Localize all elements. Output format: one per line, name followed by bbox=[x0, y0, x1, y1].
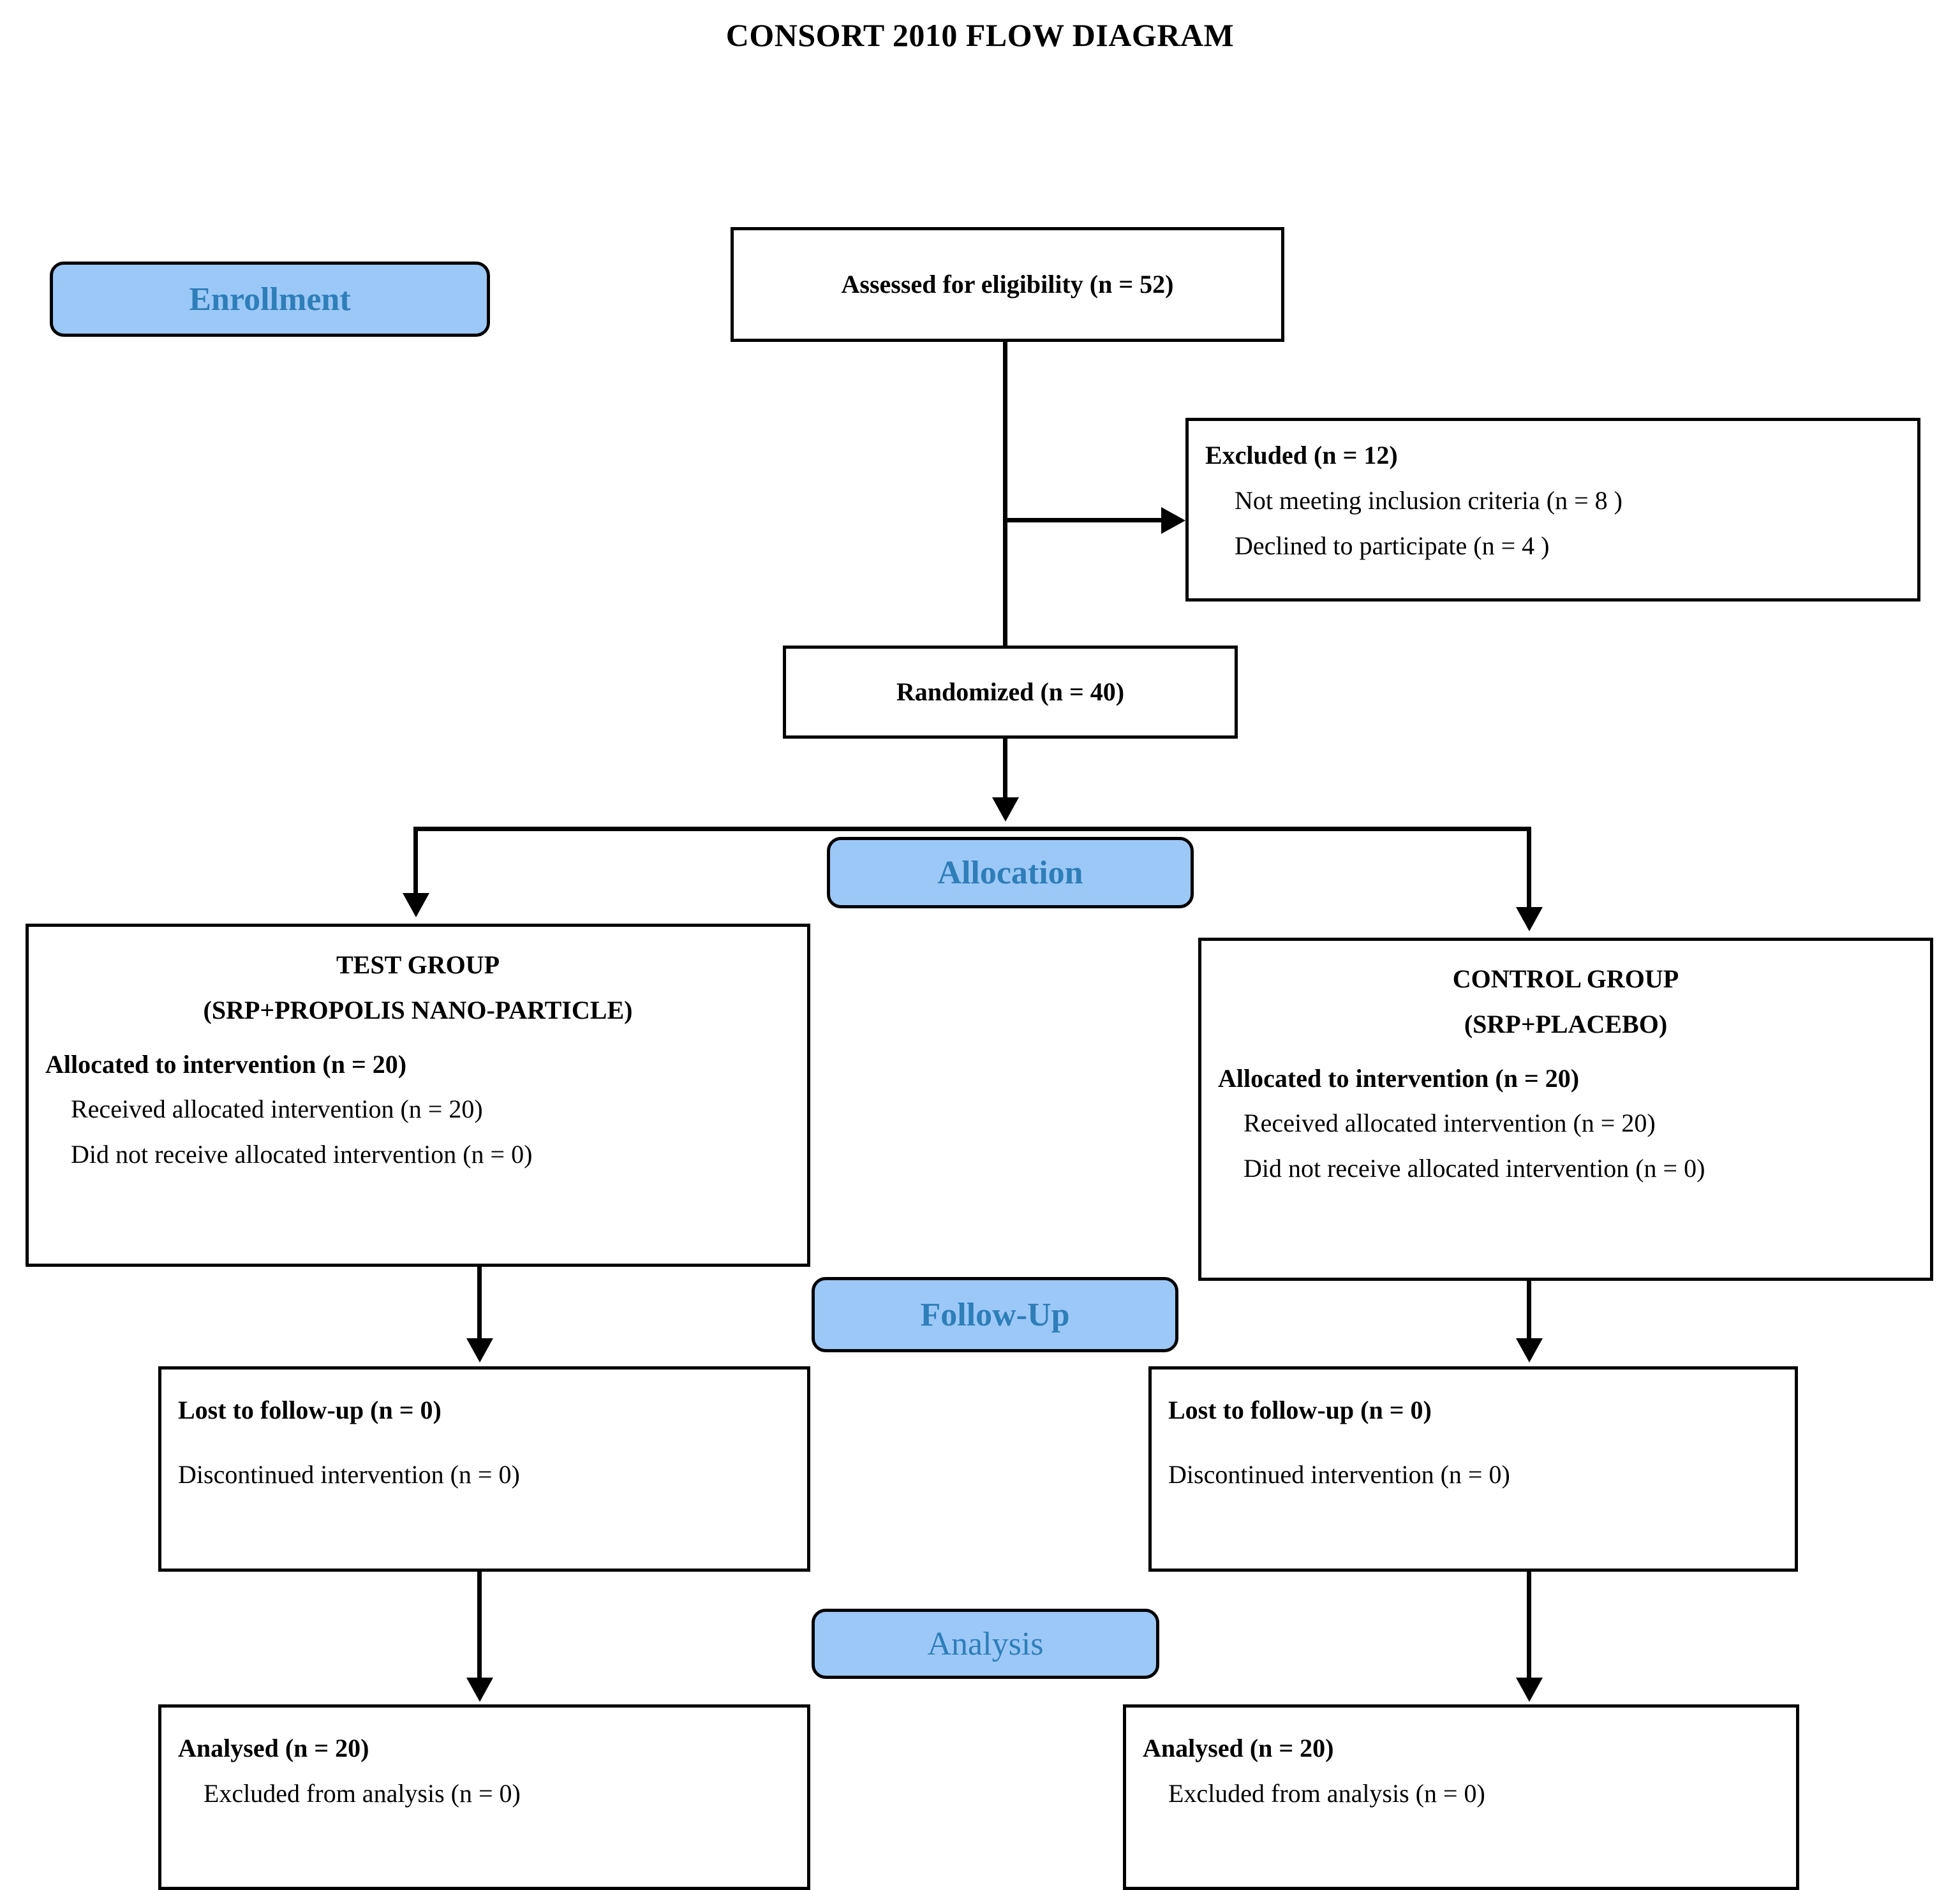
arrowhead-to-excluded bbox=[1161, 507, 1185, 534]
followup-control-heading: Lost to follow-up (n = 0) bbox=[1168, 1396, 1432, 1424]
analysis-test-item-0: Excluded from analysis (n = 0) bbox=[204, 1778, 521, 1808]
analysis-test-heading: Analysed (n = 20) bbox=[178, 1734, 369, 1762]
test-group-item-0: Received allocated intervention (n = 20) bbox=[71, 1095, 483, 1124]
control-group-title-line2: (SRP+PLACEBO) bbox=[1464, 1009, 1668, 1038]
box-analysis-control: Analysed (n = 20) Excluded from analysis… bbox=[1123, 1704, 1799, 1890]
test-group-allocated: Allocated to intervention (n = 20) bbox=[45, 1049, 407, 1079]
stage-badge-allocation: Allocation bbox=[827, 837, 1194, 908]
arrowhead-test-to-followup bbox=[466, 1338, 493, 1362]
analysis-control-item-0: Excluded from analysis (n = 0) bbox=[1168, 1778, 1485, 1808]
control-group-item-0: Received allocated intervention (n = 20) bbox=[1244, 1109, 1656, 1138]
connector-allocation-split-bar bbox=[413, 827, 1531, 831]
box-analysis-test: Analysed (n = 20) Excluded from analysis… bbox=[158, 1704, 810, 1890]
followup-control-item-0: Discontinued intervention (n = 0) bbox=[1168, 1459, 1510, 1489]
connector-followup-test-to-analysis bbox=[477, 1572, 482, 1680]
stage-label-followup: Follow-Up bbox=[920, 1296, 1070, 1333]
stage-label-enrollment: Enrollment bbox=[189, 281, 351, 318]
stage-badge-followup: Follow-Up bbox=[812, 1277, 1178, 1352]
box-followup-control: Lost to follow-up (n = 0) Discontinued i… bbox=[1148, 1366, 1798, 1572]
excluded-heading: Excluded (n = 12) bbox=[1205, 441, 1398, 469]
box-excluded: Excluded (n = 12) Not meeting inclusion … bbox=[1185, 418, 1920, 602]
analysis-control-heading: Analysed (n = 20) bbox=[1143, 1734, 1334, 1762]
stage-badge-enrollment: Enrollment bbox=[50, 262, 490, 337]
box-assessed-for-eligibility: Assessed for eligibility (n = 52) bbox=[731, 227, 1284, 342]
connector-control-to-followup bbox=[1527, 1281, 1531, 1343]
connector-randomized-down bbox=[1003, 739, 1007, 802]
arrowhead-randomized-split bbox=[992, 797, 1019, 822]
page-title: CONSORT 2010 FLOW DIAGRAM bbox=[725, 17, 1235, 53]
arrowhead-followup-control-to-analysis bbox=[1516, 1678, 1543, 1702]
followup-test-heading: Lost to follow-up (n = 0) bbox=[178, 1396, 442, 1424]
arrowhead-into-test-group bbox=[403, 893, 429, 917]
randomized-text: Randomized (n = 40) bbox=[896, 677, 1125, 706]
stage-label-allocation: Allocation bbox=[937, 854, 1083, 891]
control-group-title-line1: CONTROL GROUP bbox=[1452, 964, 1679, 993]
box-randomized: Randomized (n = 40) bbox=[783, 646, 1238, 739]
connector-excluded-horizontal bbox=[1003, 518, 1162, 522]
arrowhead-into-control-group bbox=[1516, 907, 1543, 931]
followup-test-item-0: Discontinued intervention (n = 0) bbox=[178, 1459, 520, 1489]
arrowhead-control-to-followup bbox=[1516, 1338, 1543, 1362]
test-group-title-line2: (SRP+PROPOLIS NANO-PARTICLE) bbox=[203, 995, 633, 1024]
stage-badge-analysis: Analysis bbox=[812, 1609, 1159, 1679]
connector-right-branch-down bbox=[1527, 827, 1531, 912]
control-group-item-1: Did not receive allocated intervention (… bbox=[1244, 1154, 1705, 1183]
connector-left-branch-down bbox=[413, 827, 418, 898]
eligibility-text: Assessed for eligibility (n = 52) bbox=[841, 269, 1174, 299]
excluded-item-1: Declined to participate (n = 4 ) bbox=[1235, 531, 1550, 560]
connector-test-to-followup bbox=[477, 1267, 482, 1343]
box-control-group: CONTROL GROUP (SRP+PLACEBO) Allocated to… bbox=[1198, 938, 1933, 1281]
excluded-item-0: Not meeting inclusion criteria (n = 8 ) bbox=[1235, 485, 1622, 515]
box-followup-test: Lost to follow-up (n = 0) Discontinued i… bbox=[158, 1366, 810, 1572]
connector-followup-control-to-analysis bbox=[1527, 1572, 1531, 1680]
control-group-allocated: Allocated to intervention (n = 20) bbox=[1218, 1063, 1580, 1093]
connector-eligibility-vertical bbox=[1003, 342, 1007, 648]
box-test-group: TEST GROUP (SRP+PROPOLIS NANO-PARTICLE) … bbox=[26, 924, 810, 1267]
arrowhead-followup-test-to-analysis bbox=[466, 1678, 493, 1702]
test-group-item-1: Did not receive allocated intervention (… bbox=[71, 1140, 533, 1169]
test-group-title-line1: TEST GROUP bbox=[336, 950, 500, 979]
stage-label-analysis: Analysis bbox=[927, 1625, 1044, 1662]
